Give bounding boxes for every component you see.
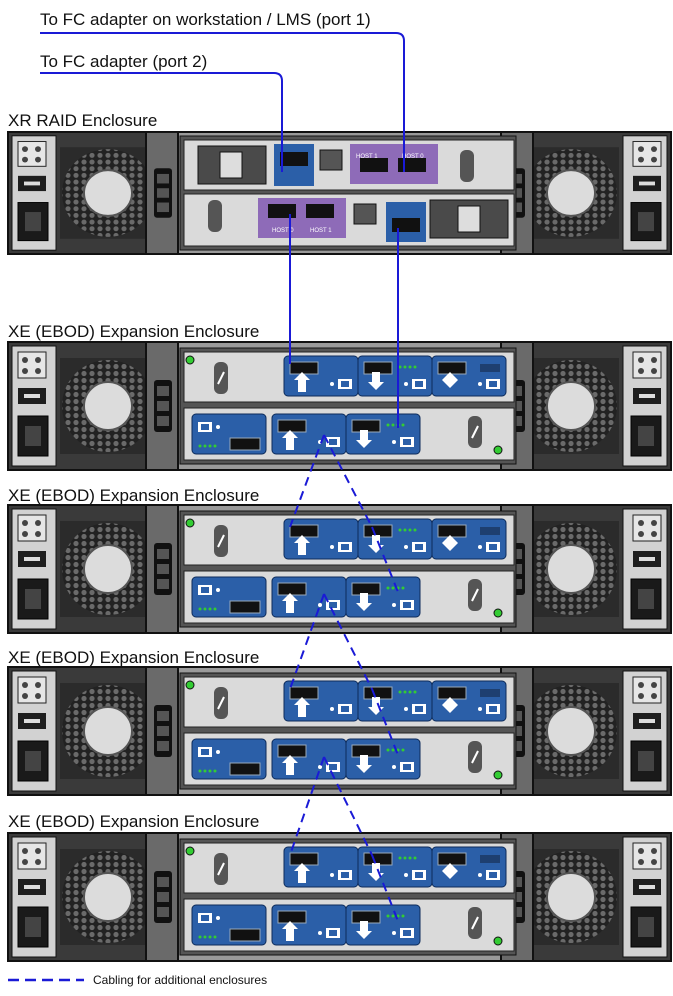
xe-enclosure-1 (8, 342, 671, 470)
dashed-cables (289, 434, 399, 922)
xe2-enclosure-title: XE (EBOD) Expansion Enclosure (8, 486, 260, 505)
raid-top-host0-label: HOST 0 (402, 154, 424, 160)
xr-raid-enclosure (8, 132, 671, 254)
legend-text: Cabling for additional enclosures (93, 973, 268, 987)
xe4-enclosure-title: XE (EBOD) Expansion Enclosure (8, 812, 260, 831)
fc-port2-label: To FC adapter (port 2) (40, 52, 208, 71)
xe-enclosure-3 (8, 667, 671, 795)
raid-top-host1-label: HOST 1 (356, 154, 378, 160)
fc-port1-label: To FC adapter on workstation / LMS (port… (40, 10, 371, 29)
xe3-enclosure-title: XE (EBOD) Expansion Enclosure (8, 648, 260, 667)
xe-enclosure-4 (8, 833, 671, 961)
xe-enclosure-2 (8, 505, 671, 633)
cable-port1 (40, 32, 405, 172)
xr-enclosure-title: XR RAID Enclosure (8, 111, 158, 130)
raid-bottom-host1-label: HOST 1 (310, 228, 332, 234)
solid-cables (40, 32, 405, 428)
raid-bottom-host0-label: HOST 0 (272, 228, 294, 234)
cable-port2 (40, 72, 283, 172)
xe1-enclosure-title: XE (EBOD) Expansion Enclosure (8, 322, 260, 341)
